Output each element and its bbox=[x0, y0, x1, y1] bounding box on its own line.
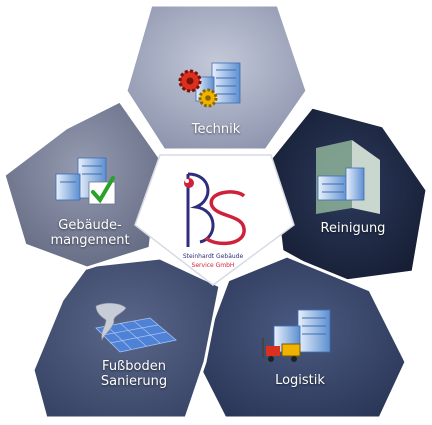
forklift-building-icon bbox=[262, 309, 331, 362]
gears-building-icon bbox=[178, 62, 241, 108]
tile-label-gebaeude-2: mangement bbox=[50, 233, 130, 248]
tornado-floor-icon bbox=[95, 302, 177, 353]
tile-label-technik: Technik bbox=[191, 122, 241, 137]
tile-label-logistik: Logistik bbox=[275, 373, 325, 388]
center-logo-panel bbox=[134, 154, 295, 286]
tile-label-gebaeude-1: Gebäude- bbox=[58, 218, 122, 233]
tile-label-reinigung: Reinigung bbox=[320, 221, 386, 236]
tile-label-fussboden-1: Fußboden bbox=[102, 359, 166, 374]
logo-line-2: Service GmbH bbox=[191, 262, 235, 269]
tile-label-fussboden-2: Sanierung bbox=[100, 374, 168, 389]
bs-logo bbox=[184, 172, 246, 247]
checkmark-building-icon bbox=[55, 157, 116, 205]
glass-building-icon bbox=[316, 140, 380, 214]
logo-line-1: Steinhardt Gebäude bbox=[182, 253, 244, 260]
